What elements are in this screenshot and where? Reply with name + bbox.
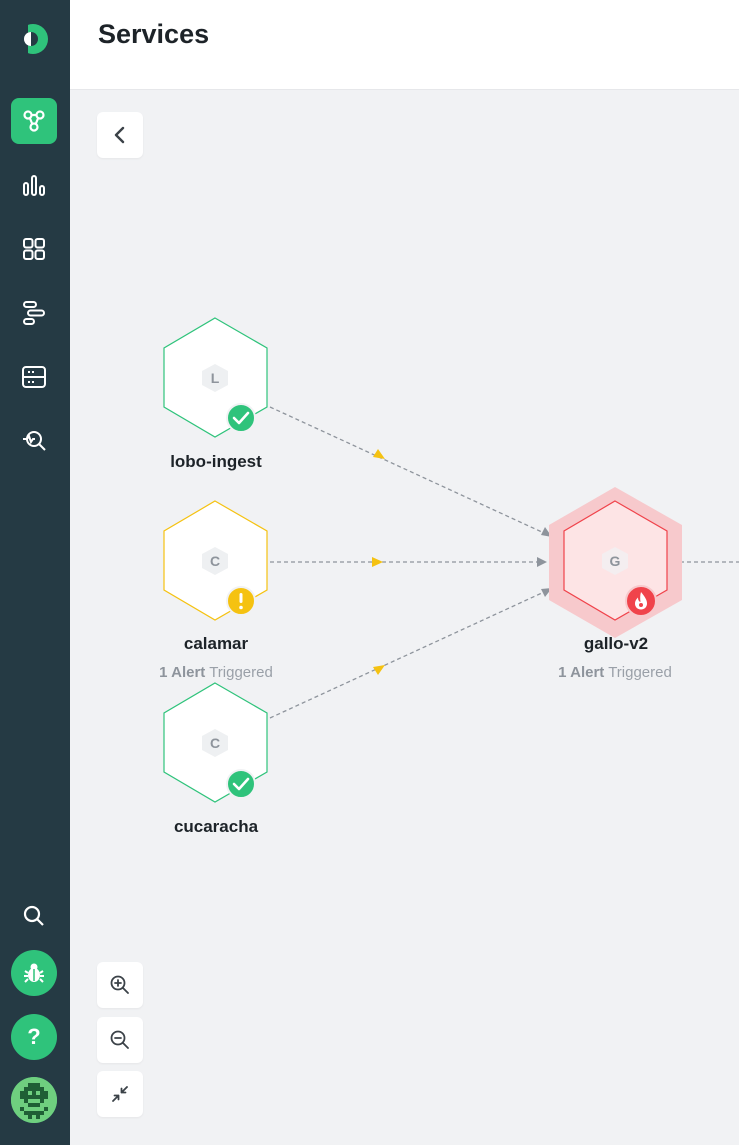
node-letter: C bbox=[210, 735, 220, 751]
zoom-in-button[interactable] bbox=[97, 962, 143, 1008]
zoom-out-icon bbox=[110, 1030, 129, 1049]
sidebar: ? bbox=[0, 0, 70, 1145]
waterfall-icon bbox=[23, 301, 45, 325]
warning-status-icon bbox=[226, 586, 256, 616]
zoom-out-button[interactable] bbox=[97, 1017, 143, 1063]
node-letter: G bbox=[610, 553, 621, 569]
bar-chart-icon bbox=[23, 175, 45, 196]
zoom-in-icon bbox=[110, 975, 129, 994]
sidebar-item-dashboards[interactable] bbox=[11, 226, 57, 272]
collapse-arrows-icon bbox=[112, 1086, 128, 1102]
sidebar-item-explore[interactable] bbox=[11, 418, 57, 464]
node-name: lobo-ingest bbox=[170, 452, 262, 471]
page-header: Services bbox=[70, 0, 739, 90]
node-letter: L bbox=[211, 370, 220, 386]
node-name: cucaracha bbox=[174, 817, 259, 836]
report-bug-button[interactable] bbox=[11, 950, 57, 996]
node-name: calamar bbox=[184, 634, 249, 653]
sidebar-item-metrics[interactable] bbox=[11, 163, 57, 209]
edge-direction-marker bbox=[372, 557, 383, 567]
fire-alert-icon bbox=[625, 585, 657, 617]
sidebar-search-button[interactable] bbox=[11, 893, 57, 939]
sidebar-item-infrastructure[interactable] bbox=[11, 354, 57, 400]
edge-direction-marker bbox=[373, 665, 385, 675]
edge-arrowhead bbox=[537, 557, 547, 567]
sidebar-item-traces[interactable] bbox=[11, 290, 57, 336]
edge-lobo-ingest-to-gallo-v2 bbox=[269, 406, 545, 534]
user-avatar[interactable] bbox=[11, 1077, 57, 1123]
explore-icon bbox=[23, 431, 46, 451]
service-graph: L lobo-ingest C calamar 1 Alert Triggere… bbox=[159, 317, 739, 836]
node-letter: C bbox=[210, 553, 220, 569]
healthy-status-icon bbox=[226, 403, 256, 433]
service-node-gallo-v2[interactable]: G gallo-v2 1 Alert Triggered bbox=[549, 487, 682, 681]
app-logo-icon[interactable] bbox=[13, 16, 57, 62]
node-alert-summary: 1 Alert Triggered bbox=[159, 664, 273, 681]
service-map-canvas[interactable]: L lobo-ingest C calamar 1 Alert Triggere… bbox=[70, 90, 739, 1145]
edge-direction-marker bbox=[373, 449, 385, 459]
healthy-status-icon bbox=[226, 769, 256, 799]
node-name: gallo-v2 bbox=[584, 634, 648, 653]
service-node-lobo-ingest[interactable]: L lobo-ingest bbox=[163, 317, 268, 471]
node-alert-summary: 1 Alert Triggered bbox=[558, 664, 672, 681]
help-icon: ? bbox=[27, 1024, 41, 1049]
search-icon bbox=[23, 905, 44, 926]
service-node-cucaracha[interactable]: C cucaracha bbox=[163, 682, 268, 836]
collapse-panel-button[interactable] bbox=[97, 112, 143, 158]
page-title: Services bbox=[98, 19, 210, 49]
chevron-left-icon bbox=[114, 126, 125, 144]
server-icon bbox=[22, 366, 46, 388]
bug-icon bbox=[24, 963, 44, 983]
service-node-calamar[interactable]: C calamar 1 Alert Triggered bbox=[159, 500, 273, 681]
fit-to-screen-button[interactable] bbox=[97, 1071, 143, 1117]
grid-icon bbox=[23, 238, 45, 260]
sidebar-item-service-map[interactable] bbox=[11, 98, 57, 144]
edge-cucaracha-to-gallo-v2 bbox=[269, 591, 545, 719]
help-button[interactable]: ? bbox=[11, 1014, 57, 1060]
network-icon bbox=[23, 110, 45, 132]
pixel-avatar-icon bbox=[11, 1077, 57, 1123]
